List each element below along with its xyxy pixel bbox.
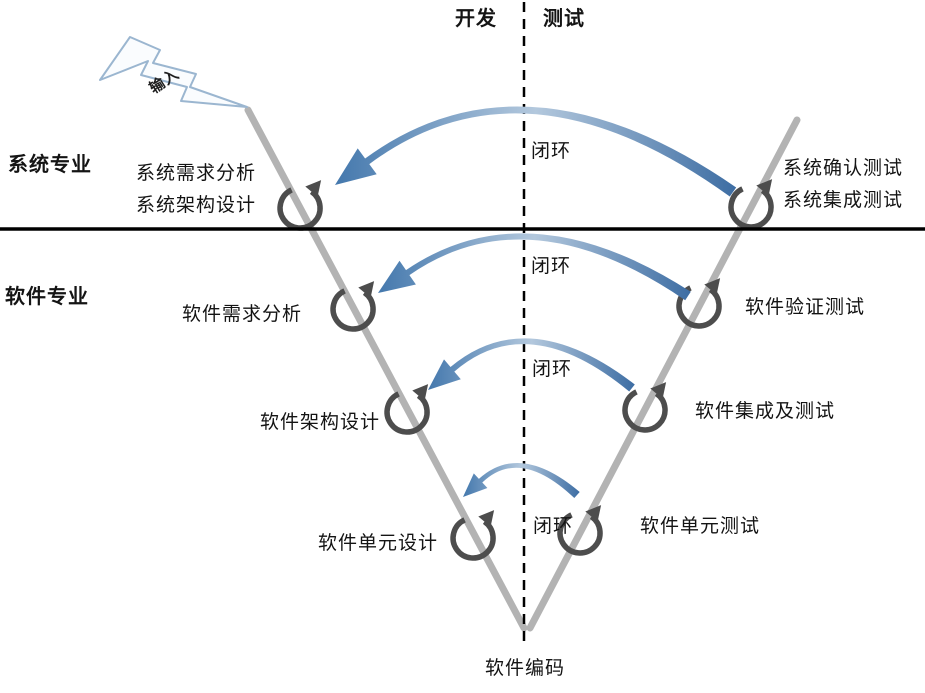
loop-arrow-icon: [450, 510, 496, 561]
node-label-system-requirements: 系统需求分析 系统架构设计: [135, 163, 256, 216]
row-label-system-domain: 系统专业: [8, 154, 92, 176]
node-label-software-verification-test: 软件验证测试: [745, 297, 866, 318]
loop-arrow-icon: [384, 384, 430, 435]
loop-label-level1: 闭环: [531, 141, 572, 162]
feedback-arc-level4: [463, 462, 580, 498]
row-label-software-domain: 软件专业: [5, 286, 89, 308]
v-line-right: [526, 116, 801, 632]
loop-arrow-icon: [676, 278, 722, 329]
node-label-software-integration-test: 软件集成及测试: [695, 401, 836, 422]
column-header-development: 开发: [455, 8, 497, 30]
feedback-arc-level3: [428, 338, 635, 392]
loop-label-level2: 闭环: [531, 256, 572, 277]
loop-label-level4: 闭环: [533, 516, 574, 537]
loop-arrow-icon: [330, 281, 376, 332]
column-header-testing: 测试: [543, 8, 585, 30]
loop-arrow-icon: [622, 382, 668, 433]
node-label-system-testing: 系统确认测试 系统集成测试: [783, 158, 904, 211]
loop-label-level3: 闭环: [532, 359, 573, 380]
node-label-software-unit-test: 软件单元测试: [640, 516, 761, 537]
node-label-software-unit-design: 软件单元设计: [317, 533, 438, 554]
v-line-left: [244, 106, 528, 632]
node-label-software-requirements: 软件需求分析: [181, 304, 302, 325]
node-label-software-architecture-design: 软件架构设计: [259, 412, 380, 433]
loop-arrow-icon: [728, 179, 774, 230]
feedback-arc-level2: [378, 233, 691, 301]
input-bolt-icon: [99, 36, 248, 108]
node-label-software-coding: 软件编码: [484, 658, 565, 679]
loop-arrow-icon: [557, 505, 603, 556]
